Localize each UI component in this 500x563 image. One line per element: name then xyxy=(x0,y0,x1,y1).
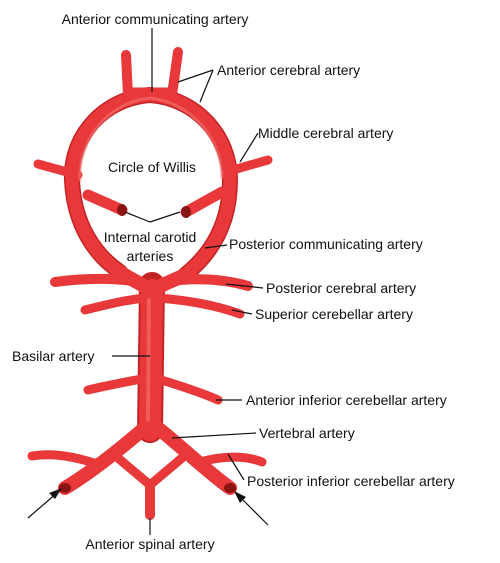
vertebral-right xyxy=(147,418,237,495)
aica-left xyxy=(83,373,152,395)
pica-left xyxy=(27,450,105,470)
leader-lines xyxy=(27,28,269,535)
basilar-artery-vessel xyxy=(139,279,163,441)
label-posterior-inferior-cerebellar-artery: Posterior inferior cerebellar artery xyxy=(247,473,455,489)
label-posterior-cerebral-artery: Posterior cerebral artery xyxy=(266,280,416,296)
vessel-openings xyxy=(59,204,236,493)
label-anterior-spinal-artery: Anterior spinal artery xyxy=(85,536,214,552)
artery-network xyxy=(27,47,273,520)
artery-highlight xyxy=(78,96,224,422)
middle-cerebral-left xyxy=(33,159,83,180)
label-superior-cerebellar-artery: Superior cerebellar artery xyxy=(255,306,413,322)
circle-left-arc xyxy=(65,88,157,279)
superior-cerebellar-left xyxy=(80,293,150,315)
superior-cerebellar-right xyxy=(153,293,245,319)
label-posterior-communicating-artery: Posterior communicating artery xyxy=(229,236,423,252)
label-anterior-communicating-artery: Anterior communicating artery xyxy=(62,11,249,27)
label-basilar-artery: Basilar artery xyxy=(12,348,94,364)
internal-carotid-right xyxy=(180,186,228,218)
label-circle-of-willis: Circle of Willis xyxy=(108,159,196,175)
internal-carotid-left xyxy=(82,189,128,216)
posterior-cerebral-right xyxy=(159,274,253,291)
arrow-right-icon xyxy=(234,491,246,503)
label-internal-carotid-line2: arteries xyxy=(127,248,174,264)
label-anterior-inferior-cerebellar-artery: Anterior inferior cerebellar artery xyxy=(246,392,447,408)
pica-right xyxy=(195,452,267,467)
middle-cerebral-right xyxy=(221,155,273,177)
artery-main xyxy=(27,47,273,520)
circle-right-arc xyxy=(143,88,237,282)
label-internal-carotid-line1: Internal carotid xyxy=(104,229,197,245)
posterior-cerebral-left xyxy=(50,274,145,287)
label-anterior-cerebral-artery: Anterior cerebral artery xyxy=(217,62,360,78)
label-middle-cerebral-artery: Middle cerebral artery xyxy=(258,125,393,141)
arrow-left-icon xyxy=(49,488,62,499)
label-vertebral-artery: Vertebral artery xyxy=(259,425,355,441)
labels: Anterior communicating artery Anterior c… xyxy=(12,11,455,552)
vertebral-left xyxy=(58,418,155,495)
aica-right xyxy=(150,373,223,405)
